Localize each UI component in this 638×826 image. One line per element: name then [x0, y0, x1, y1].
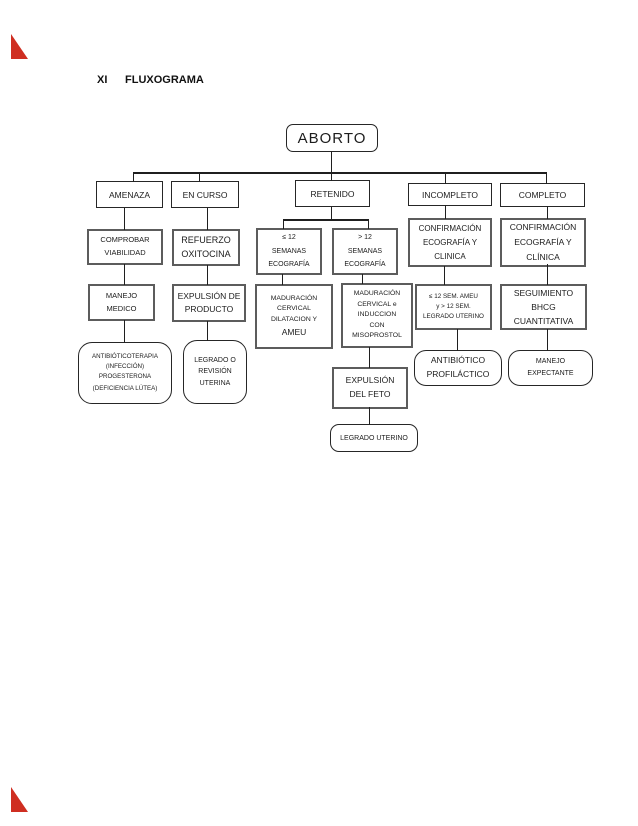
node-antibioticoterapia-label: ANTIBIÓTICOTERAPIA (INFECCIÓN) PROGESTER… [91, 352, 158, 380]
connector-amenaza-comprobar [123, 208, 125, 230]
node-seguimiento-bhcg-label: SEGUIMIENTO BHCG CUANTITATIVA [513, 287, 574, 327]
node-en-curso-label: EN CURSO [182, 189, 228, 200]
node-incompleto: INCOMPLETO [408, 183, 492, 206]
node-manejo-expectante: MANEJO EXPECTANTE [508, 350, 593, 386]
node-antibiotico-profilactico: ANTIBIÓTICO PROFILÁCTICO [414, 350, 502, 386]
node-amenaza-label: AMENAZA [108, 189, 151, 200]
node-legrado-uterino-label: LEGRADO UTERINO [340, 434, 408, 442]
connector-expulsionfeto-legrado [368, 407, 370, 425]
node-legrado-o-revision-uterina-label: LEGRADO O REVISIÓN UTERINA [194, 357, 236, 387]
node-antibiotico-profilactico-label: ANTIBIÓTICO PROFILÁCTICO [426, 355, 490, 379]
node-menor-12-semanas: ≤ 12 SEMANAS ECOGRAFÍA [256, 228, 322, 275]
node-incompleto-label: INCOMPLETO [421, 189, 479, 200]
connector-top-bus [133, 172, 547, 174]
node-confirmacion-incompleto-label: CONFIRMACIÓN ECOGRAFÍA Y CLINICA [418, 223, 482, 261]
node-maduracion-cervical-ameu-label: MADURACIÓN CERVICAL DILATACION Y [270, 294, 318, 323]
node-confirmacion-incompleto: CONFIRMACIÓN ECOGRAFÍA Y CLINICA [408, 218, 492, 267]
connector-misoprostol-expulsionfeto [368, 347, 370, 368]
connector-bus-amenaza [132, 172, 134, 182]
connector-comprobar-manejo [123, 264, 125, 285]
red-corner-triangle-bottom [11, 787, 28, 812]
connector-bus-completo [545, 172, 547, 184]
section-number: XI [97, 74, 108, 86]
node-legrado-uterino: LEGRADO UTERINO [330, 424, 418, 452]
node-maduracion-cervical-ameu: MADURACIÓN CERVICAL DILATACION Y AMEU [255, 284, 333, 349]
connector-expulsion-legrado [206, 321, 208, 341]
node-mayor-12-semanas: > 12 SEMANAS ECOGRAFÍA [332, 228, 398, 275]
node-maduracion-cervical-misoprostol-label: MADURACIÓN CERVICAL e INDUCCION CON MISO… [352, 290, 402, 340]
node-confirmacion-completo-label: CONFIRMACIÓN ECOGRAFÍA Y CLÍNICA [509, 222, 577, 262]
connector-procedimiento-antibiotico [456, 329, 458, 351]
node-antibioticoterapia: ANTIBIÓTICOTERAPIA (INFECCIÓN) PROGESTER… [78, 342, 172, 404]
node-seguimiento-bhcg: SEGUIMIENTO BHCG CUANTITATIVA [500, 284, 587, 330]
connector-split-menor12 [282, 219, 284, 229]
node-ameu-label: AMEU [281, 327, 307, 338]
node-refuerzo-oxitocina: REFUERZO OXITOCINA [172, 229, 240, 266]
node-retenido-label: RETENIDO [310, 188, 355, 199]
node-manejo-medico-label: MANEJO MEDICO [105, 290, 138, 313]
node-comprobar-viabilidad: COMPROBAR VIABILIDAD [87, 229, 163, 265]
node-aborto: ABORTO [286, 124, 378, 152]
connector-aborto-bus [330, 151, 332, 181]
node-en-curso: EN CURSO [171, 181, 239, 208]
connector-retenido-split [330, 207, 332, 220]
node-procedimiento-incompleto-label: ≤ 12 SEM. AMEU y > 12 SEM. LEGRADO UTERI… [423, 292, 484, 321]
node-completo: COMPLETO [500, 183, 585, 207]
connector-incompleto-confirmacion [444, 205, 446, 219]
node-confirmacion-completo: CONFIRMACIÓN ECOGRAFÍA Y CLÍNICA [500, 218, 586, 267]
connector-bus-incompleto [444, 172, 446, 184]
node-expulsion-del-feto: EXPULSIÓN DEL FETO [332, 367, 408, 409]
connector-manejo-terapia [123, 320, 125, 343]
connector-confirmacion-seguimiento [546, 264, 548, 285]
node-manejo-expectante-label: MANEJO EXPECTANTE [527, 358, 574, 377]
node-aborto-label: ABORTO [297, 129, 367, 147]
connector-menor12-maduracion [281, 274, 283, 285]
node-expulsion-de-producto: EXPULSIÓN DE PRODUCTO [172, 284, 246, 322]
connector-retenido-bus [283, 219, 369, 221]
connector-completo-confirmacion [546, 206, 548, 219]
node-retenido: RETENIDO [295, 180, 370, 207]
node-completo-label: COMPLETO [518, 190, 567, 200]
node-mayor-12-semanas-label: > 12 SEMANAS ECOGRAFÍA [344, 234, 386, 269]
node-amenaza: AMENAZA [96, 181, 163, 208]
node-expulsion-de-producto-label: EXPULSIÓN DE PRODUCTO [177, 291, 241, 314]
node-deficiencia-lutea-label: (DEFICIENCIA LÚTEA) [92, 385, 158, 393]
node-maduracion-cervical-misoprostol: MADURACIÓN CERVICAL e INDUCCION CON MISO… [341, 283, 413, 348]
node-expulsion-del-feto-label: EXPULSIÓN DEL FETO [345, 375, 395, 399]
connector-refuerzo-expulsion [206, 265, 208, 285]
red-corner-triangle-top [11, 34, 28, 59]
page-title: FLUXOGRAMA [125, 74, 204, 86]
node-legrado-o-revision-uterina: LEGRADO O REVISIÓN UTERINA [183, 340, 247, 404]
connector-encurso-refuerzo [206, 208, 208, 230]
node-refuerzo-oxitocina-label: REFUERZO OXITOCINA [181, 234, 231, 259]
connector-seguimiento-manejo [546, 329, 548, 351]
connector-split-mayor12 [367, 219, 369, 229]
connector-mayor12-maduracion [361, 274, 363, 284]
node-procedimiento-incompleto: ≤ 12 SEM. AMEU y > 12 SEM. LEGRADO UTERI… [415, 284, 492, 330]
connector-confirmacion-procedimiento [443, 266, 445, 285]
node-comprobar-viabilidad-label: COMPROBAR VIABILIDAD [100, 235, 150, 257]
node-menor-12-semanas-label: ≤ 12 SEMANAS ECOGRAFÍA [268, 234, 310, 269]
connector-bus-en-curso [198, 172, 200, 182]
node-manejo-medico: MANEJO MEDICO [88, 284, 155, 321]
